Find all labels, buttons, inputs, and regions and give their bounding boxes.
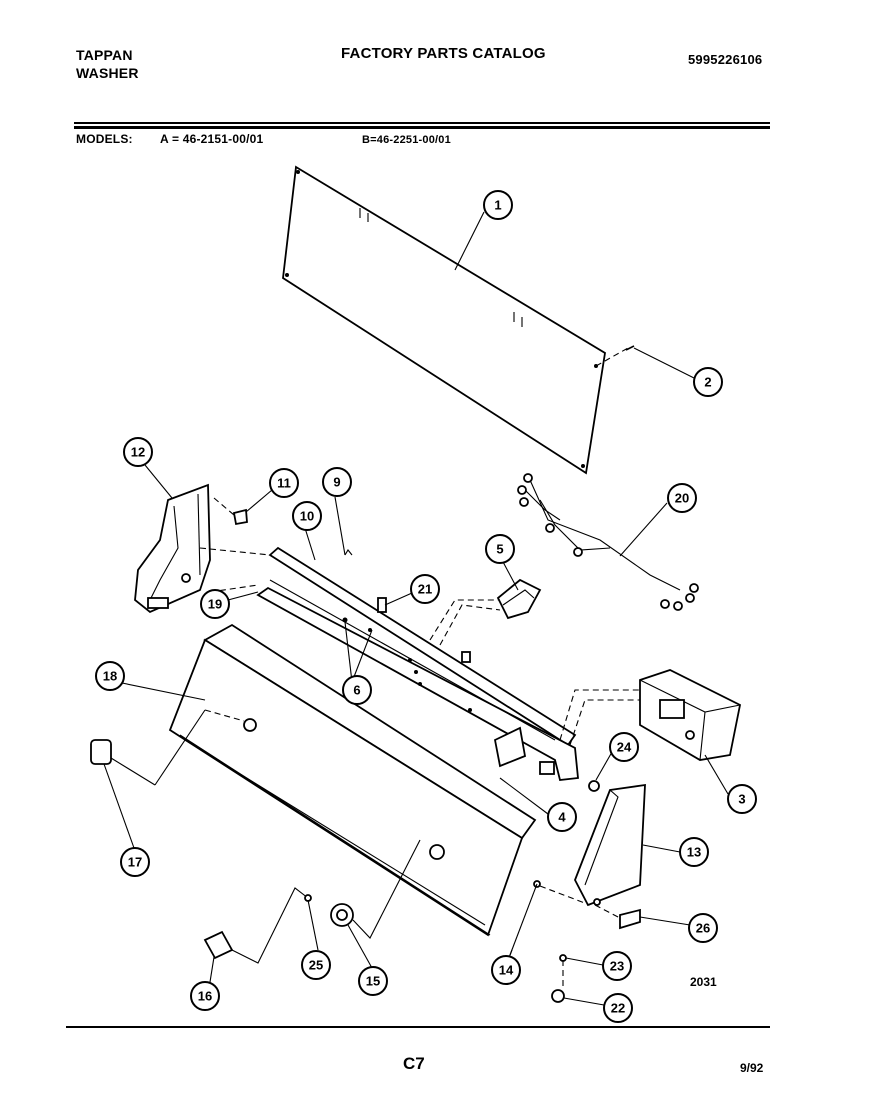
brand-line-2: WASHER: [76, 65, 139, 81]
svg-text:23: 23: [610, 959, 624, 974]
callout-23: 23: [602, 951, 632, 981]
part-control-panel: [199, 546, 579, 781]
part-knob-left: [90, 709, 206, 786]
svg-text:9: 9: [333, 475, 340, 490]
part-switch: [429, 578, 542, 646]
svg-text:15: 15: [366, 974, 380, 989]
part-screw: [595, 345, 635, 367]
svg-text:12: 12: [131, 445, 145, 460]
svg-text:22: 22: [611, 1001, 625, 1016]
callout-10: 10: [292, 501, 322, 531]
callout-22: 22: [603, 993, 633, 1023]
footer-rule: [66, 1026, 770, 1028]
callout-5: 5: [485, 534, 515, 564]
callout-1: 1: [483, 190, 513, 220]
svg-text:11: 11: [277, 476, 291, 491]
svg-text:20: 20: [675, 491, 689, 506]
svg-text:1: 1: [494, 198, 501, 213]
callout-4: 4: [547, 802, 577, 832]
callout-13: 13: [679, 837, 709, 867]
page-number: C7: [403, 1054, 425, 1073]
svg-text:13: 13: [687, 845, 701, 860]
svg-text:18: 18: [103, 669, 117, 684]
callout-18: 18: [95, 661, 125, 691]
svg-text:21: 21: [418, 582, 432, 597]
header-rule-top: [74, 122, 770, 124]
svg-text:25: 25: [309, 958, 323, 973]
svg-text:19: 19: [208, 597, 222, 612]
svg-text:3: 3: [738, 792, 745, 807]
part-back-panel: [282, 165, 606, 475]
catalog-number: 5995226106: [688, 52, 763, 67]
callout-9: 9: [322, 467, 352, 497]
header-rule-bottom: [74, 126, 770, 129]
model-a: A = 46-2151-00/01: [160, 132, 264, 146]
svg-text:2: 2: [704, 375, 711, 390]
callout-3: 3: [727, 784, 757, 814]
catalog-title: FACTORY PARTS CATALOG: [341, 45, 546, 62]
callout-14: 14: [491, 955, 521, 985]
svg-text:10: 10: [300, 509, 314, 524]
svg-text:4: 4: [558, 810, 566, 825]
svg-text:14: 14: [499, 963, 514, 978]
svg-text:26: 26: [696, 921, 710, 936]
callout-15: 15: [358, 966, 388, 996]
part-knob-bottom: [203, 839, 421, 964]
svg-text:16: 16: [198, 989, 212, 1004]
leader-lines: [103, 211, 729, 1006]
callout-19: 19: [200, 589, 230, 619]
callout-2: 2: [693, 367, 723, 397]
model-b: B=46-2251-00/01: [362, 134, 451, 146]
part-clip: [213, 497, 248, 526]
part-console: [168, 623, 537, 937]
part-left-bracket: [134, 483, 211, 614]
svg-text:6: 6: [353, 683, 360, 698]
callout-21: 21: [410, 574, 440, 604]
callout-26: 26: [688, 913, 718, 943]
models-label: MODELS:: [76, 132, 133, 146]
callout-6: 6: [342, 675, 372, 705]
svg-text:17: 17: [128, 855, 142, 870]
callout-16: 16: [190, 981, 220, 1011]
part-timer: [559, 669, 742, 761]
part-fasteners: [509, 780, 641, 1003]
callout-11: 11: [269, 468, 299, 498]
svg-text:24: 24: [617, 740, 632, 755]
callout-17: 17: [120, 847, 150, 877]
callout-25: 25: [301, 950, 331, 980]
print-date: 9/92: [740, 1061, 764, 1075]
part-side-bracket: [574, 783, 646, 907]
callout-24: 24: [609, 732, 639, 762]
brand: TAPPAN WASHER: [76, 46, 139, 82]
figure-code: 2031: [690, 975, 717, 989]
svg-text:5: 5: [496, 542, 503, 557]
callout-12: 12: [123, 437, 153, 467]
part-wire-harness: [517, 473, 699, 611]
brand-line-1: TAPPAN: [76, 47, 133, 63]
callout-20: 20: [667, 483, 697, 513]
